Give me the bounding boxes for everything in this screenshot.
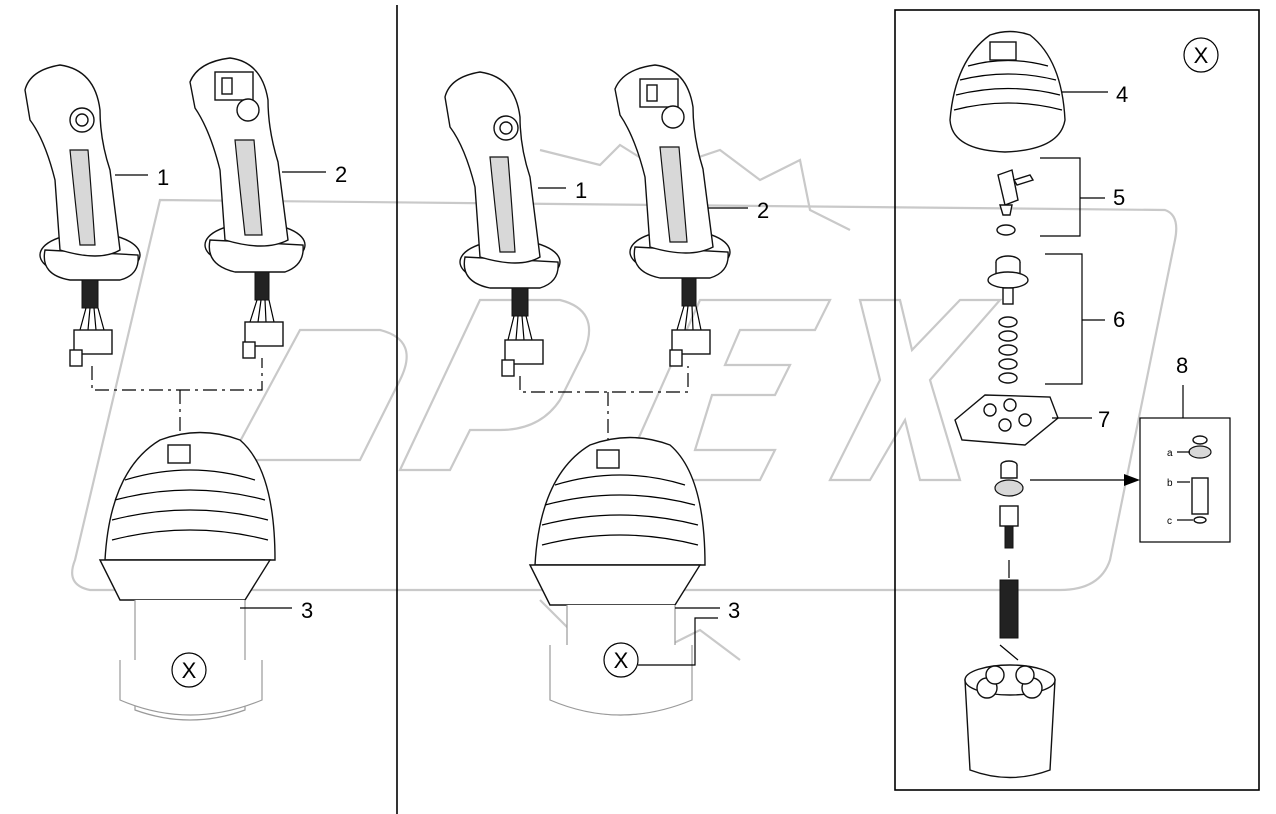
detail-8-sub-a: a [1167, 448, 1173, 459]
part-group-6 [987, 255, 1029, 384]
section-marker-left [171, 652, 207, 688]
right-panel: X 4 5 6 [949, 30, 1231, 779]
section-marker-right [1183, 37, 1219, 73]
section-marker-left-text: X [182, 658, 197, 683]
section-marker-middle [603, 642, 639, 678]
middle-panel: X 1 2 3 [444, 64, 769, 716]
label-middle-3: 3 [728, 598, 740, 623]
plunger-assembly [994, 460, 1024, 661]
label-left-1: 1 [157, 165, 169, 190]
valve-housing [964, 664, 1056, 779]
detail-8-parts [1188, 435, 1212, 524]
left-panel: X 1 2 3 [24, 57, 347, 721]
joystick-handle-1 [24, 64, 141, 367]
detail-8-box [1139, 417, 1231, 543]
joystick-handle-1-middle [444, 71, 561, 377]
label-7: 7 [1098, 407, 1110, 432]
part-group-5 [996, 169, 1035, 236]
right-panel-frame [894, 9, 1260, 791]
mounting-plate-7 [954, 394, 1059, 446]
joystick-handle-2-middle [614, 64, 731, 367]
label-5: 5 [1113, 185, 1125, 210]
label-left-2: 2 [335, 162, 347, 187]
joystick-handle-2 [189, 57, 306, 359]
rubber-boot-4 [949, 30, 1066, 153]
label-4: 4 [1116, 82, 1128, 107]
section-marker-middle-text: X [614, 648, 629, 673]
detail-arrow-head [1124, 474, 1140, 486]
label-6: 6 [1113, 307, 1125, 332]
connection-line-middle [519, 366, 689, 455]
detail-8-sub-c: c [1167, 516, 1172, 527]
label-8: 8 [1176, 353, 1188, 378]
label-middle-2: 2 [757, 198, 769, 223]
section-marker-right-text: X [1194, 43, 1209, 68]
detail-8-sub-b: b [1167, 478, 1173, 489]
joystick-base-3-middle [528, 436, 706, 716]
label-left-3: 3 [301, 598, 313, 623]
label-middle-1: 1 [575, 178, 587, 203]
